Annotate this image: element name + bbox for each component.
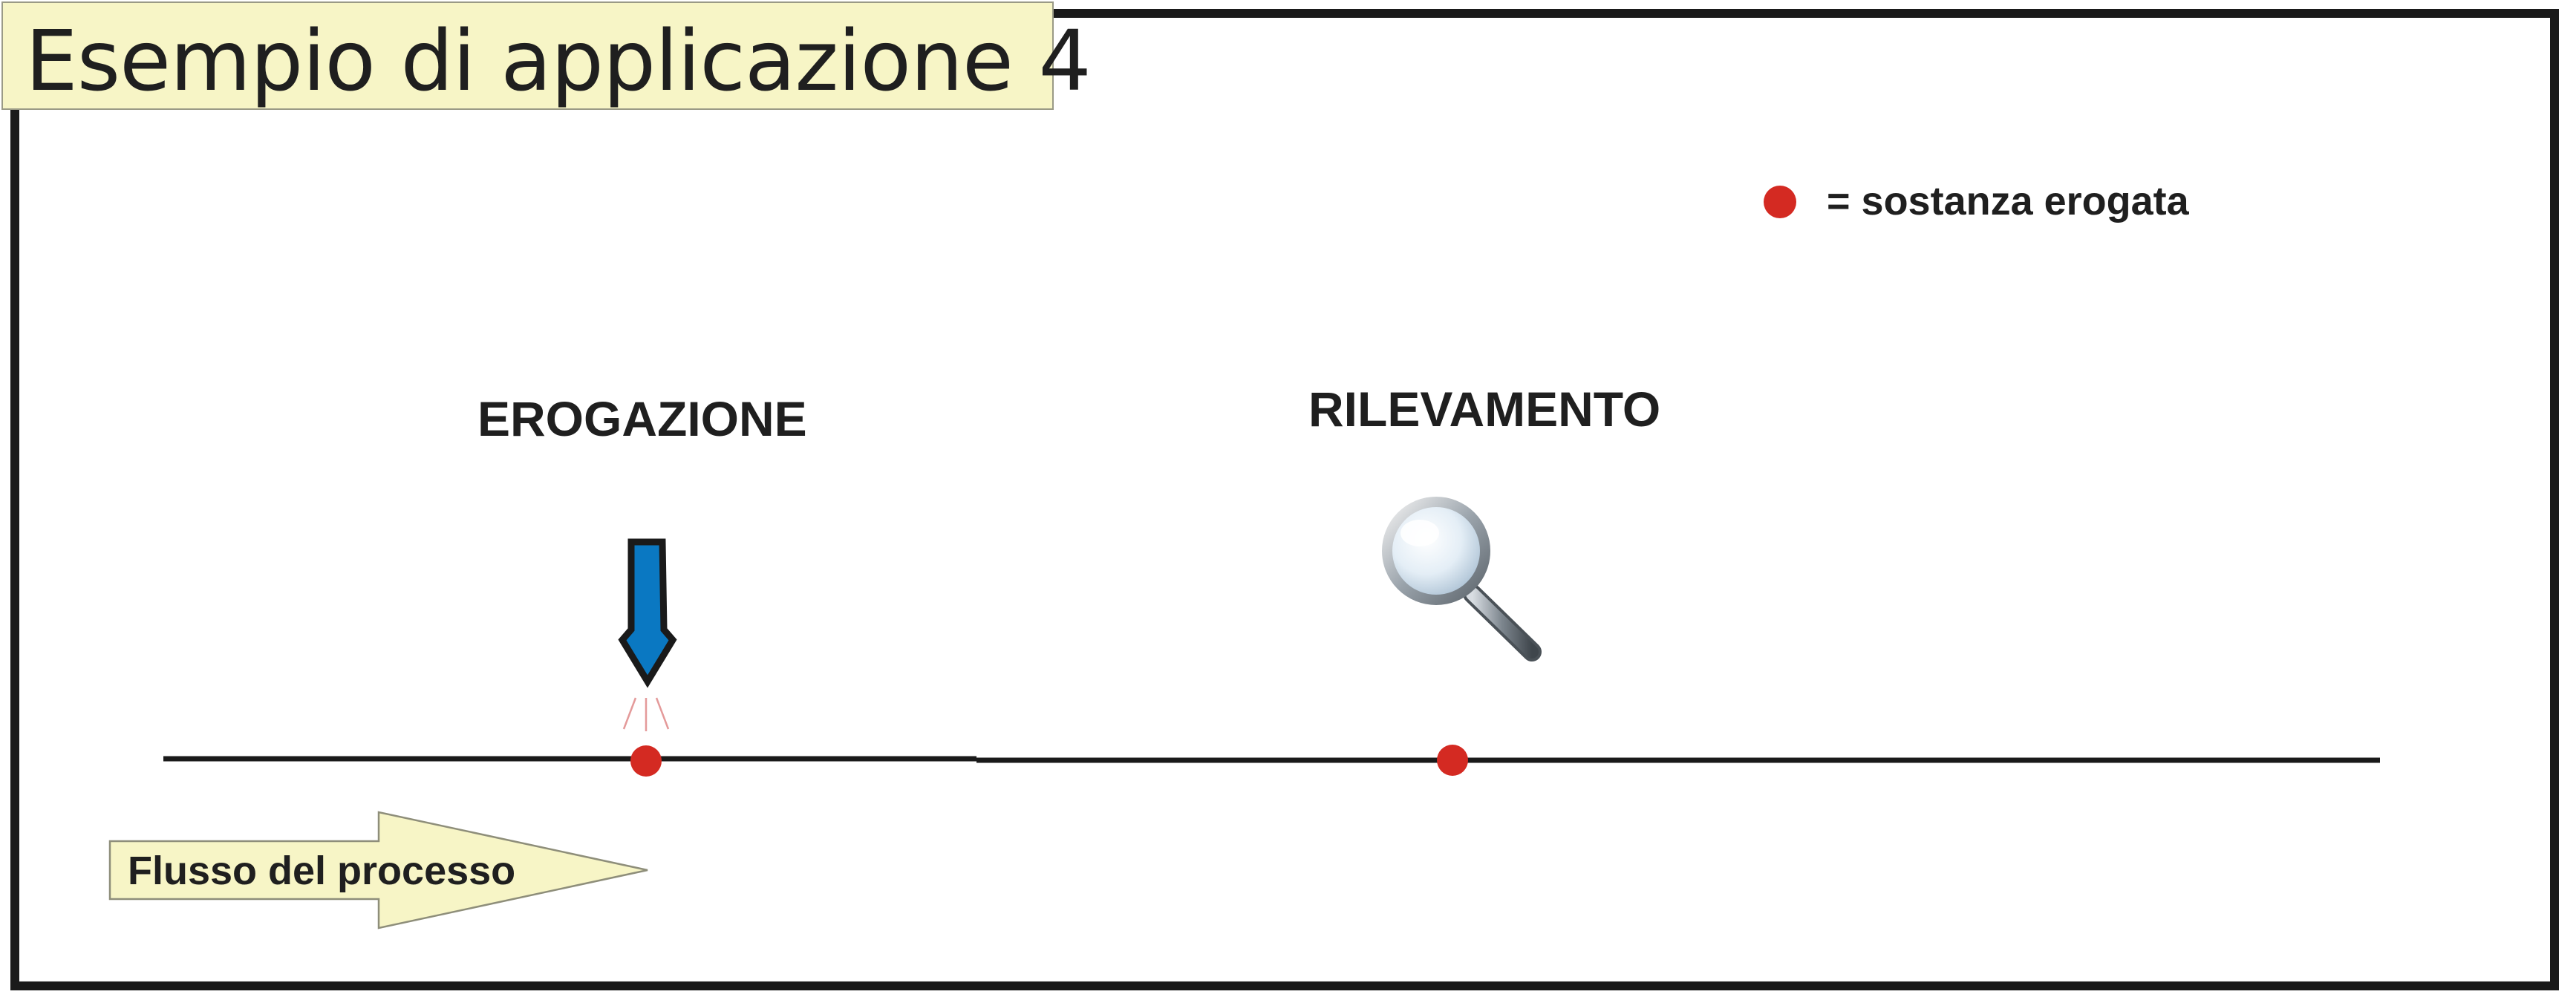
dispenser-nozzle-icon bbox=[618, 538, 677, 688]
substance-dot-detection bbox=[1437, 745, 1468, 776]
substance-dot-dispensing bbox=[630, 745, 662, 777]
process-flow-label: Flusso del processo bbox=[128, 849, 516, 893]
page-title: Esempio di applicazione 4 bbox=[25, 13, 1092, 110]
process-flow-arrow bbox=[108, 811, 648, 930]
detection-station-label: RILEVAMENTO bbox=[1308, 382, 1661, 437]
magnifying-glass-icon bbox=[1382, 497, 1542, 661]
spray-lines bbox=[622, 697, 670, 731]
legend-dot-icon bbox=[1764, 186, 1796, 218]
dispensing-station-label: EROGAZIONE bbox=[477, 391, 807, 446]
title-box: Esempio di applicazione 4 bbox=[1, 1, 1092, 110]
legend-label: = sostanza erogata bbox=[1827, 179, 2189, 223]
